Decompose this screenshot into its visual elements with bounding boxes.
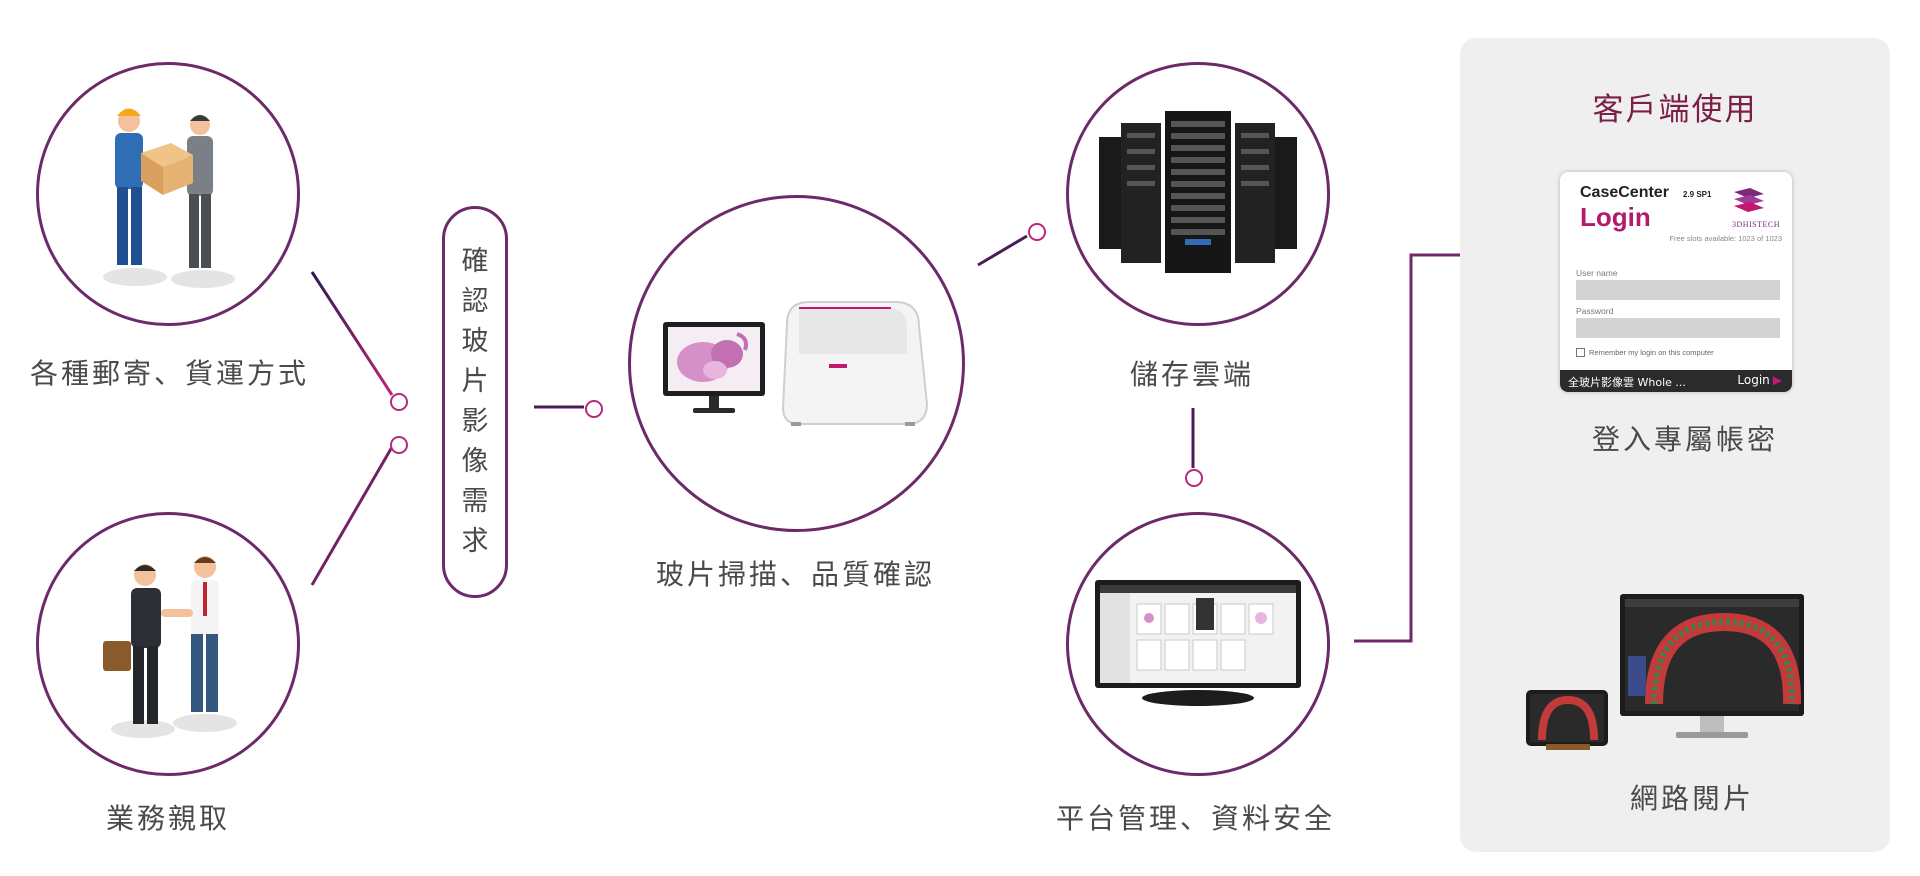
monitor-software-icon [1095, 580, 1301, 706]
brand-name: 3DHISTECH [1731, 220, 1780, 229]
app-name: CaseCenter [1580, 184, 1669, 201]
app-version: 2.9 SP1 [1683, 190, 1712, 199]
server-rack-icon [1099, 111, 1297, 273]
free-slots-text: Free slots available: 1023 of 1023 [1669, 234, 1782, 243]
client-panel-title: 客戶端使用 [1592, 92, 1758, 128]
remember-login-label: Remember my login on this computer [1589, 348, 1714, 357]
login-credentials-label: 登入專屬帳密 [1592, 423, 1779, 456]
password-field[interactable] [1576, 318, 1780, 338]
shipping-label: 各種郵寄、貨運方式 [30, 357, 310, 390]
play-arrow-icon: ▶ [1772, 373, 1782, 387]
confirm-char: 求 [461, 526, 489, 557]
monitor-tablet-viewer-icon [1526, 594, 1804, 750]
connector-dot [390, 436, 408, 454]
connector-dot [1028, 223, 1046, 241]
connector-dot [585, 400, 603, 418]
confirm-char: 像 [461, 446, 489, 477]
platform-label: 平台管理、資料安全 [1056, 802, 1336, 835]
confirm-char: 需 [461, 486, 489, 517]
login-button[interactable]: Login▶ [1737, 373, 1782, 387]
confirm-char: 認 [461, 286, 489, 317]
connector-dot [1185, 469, 1203, 487]
package-handover-icon [103, 108, 235, 288]
footer-site-name: 全玻片影像雲 Whole ... [1568, 376, 1686, 389]
login-heading: Login [1580, 202, 1651, 232]
remember-login-checkbox[interactable]: Remember my login on this computer [1576, 348, 1714, 357]
storage-label: 儲存雲端 [1130, 358, 1255, 391]
business-label: 業務親取 [106, 802, 231, 835]
username-field[interactable] [1576, 280, 1780, 300]
business-circle [36, 512, 300, 776]
scan-label: 玻片掃描、品質確認 [656, 558, 936, 591]
shipping-circle [36, 62, 300, 326]
login-footer-bar: 全玻片影像雲 Whole ... Login▶ [1560, 370, 1792, 392]
confirm-char: 影 [461, 406, 489, 437]
confirm-requirements-pill: 確 認 玻 片 影 像 需 求 [442, 206, 508, 598]
connector-dot [390, 393, 408, 411]
platform-circle [1066, 512, 1330, 776]
storage-circle [1066, 62, 1330, 326]
checkbox-icon[interactable] [1576, 348, 1585, 357]
business-handshake-icon [103, 556, 237, 738]
web-viewer-label: 網路閱片 [1630, 782, 1755, 815]
3dhistech-logo-icon [1734, 188, 1764, 212]
confirm-char: 確 [461, 246, 489, 277]
login-card[interactable]: CaseCenter 2.9 SP1 Login 3DHISTECH Free … [1560, 172, 1792, 392]
scan-circle [628, 195, 965, 532]
confirm-char: 片 [461, 366, 489, 397]
username-label: User name [1576, 268, 1618, 278]
password-label: Password [1576, 306, 1614, 316]
slide-scanner-icon [662, 300, 928, 426]
login-button-label: Login [1737, 373, 1770, 387]
confirm-char: 玻 [461, 326, 489, 357]
